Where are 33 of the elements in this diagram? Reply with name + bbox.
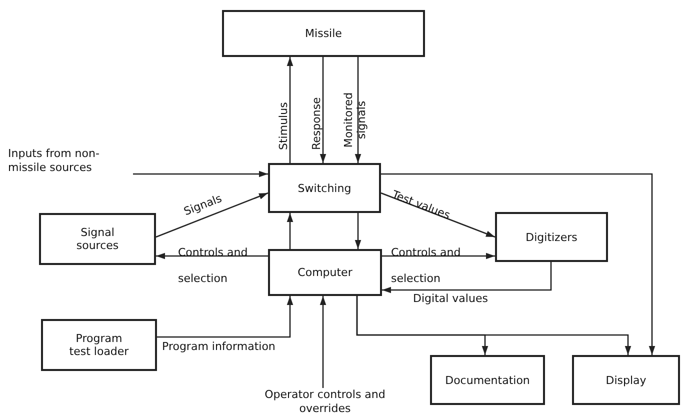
process-box: Signal sources xyxy=(39,213,156,265)
process-box: Digitizers xyxy=(495,212,608,262)
process-box: Documentation xyxy=(430,355,545,405)
edge-label: Test values xyxy=(390,188,452,222)
arrow xyxy=(356,296,632,355)
arrow xyxy=(157,296,294,338)
process-box: Switching xyxy=(268,163,381,213)
arrow xyxy=(286,57,294,163)
arrow xyxy=(156,252,268,260)
edge-label: Stimulus xyxy=(277,102,290,150)
arrow xyxy=(354,213,362,249)
edge-label: Program information xyxy=(162,340,276,354)
arrow xyxy=(382,262,552,294)
arrow xyxy=(380,192,496,238)
process-box: Computer xyxy=(268,249,382,296)
process-box: Display xyxy=(572,355,680,405)
edge-label: Digital values xyxy=(413,292,488,306)
arrow xyxy=(320,57,326,163)
edge-label: Controls and selection xyxy=(391,245,462,287)
text-label: Operator controls and overrides xyxy=(255,388,395,416)
process-box: Missile xyxy=(222,10,425,57)
arrow xyxy=(381,173,656,355)
process-box: Program test loader xyxy=(41,319,157,371)
arrow xyxy=(133,170,268,178)
arrow xyxy=(320,296,326,388)
edge-label: Monitored signals xyxy=(342,91,368,150)
arrow xyxy=(382,252,495,260)
text-label: Inputs from non-missile sources xyxy=(8,147,133,174)
edge-label: Response xyxy=(310,97,324,150)
arrow xyxy=(156,192,268,238)
arrow xyxy=(354,57,362,163)
arrow xyxy=(286,213,294,249)
edge-label: Controls and selection xyxy=(178,245,249,287)
